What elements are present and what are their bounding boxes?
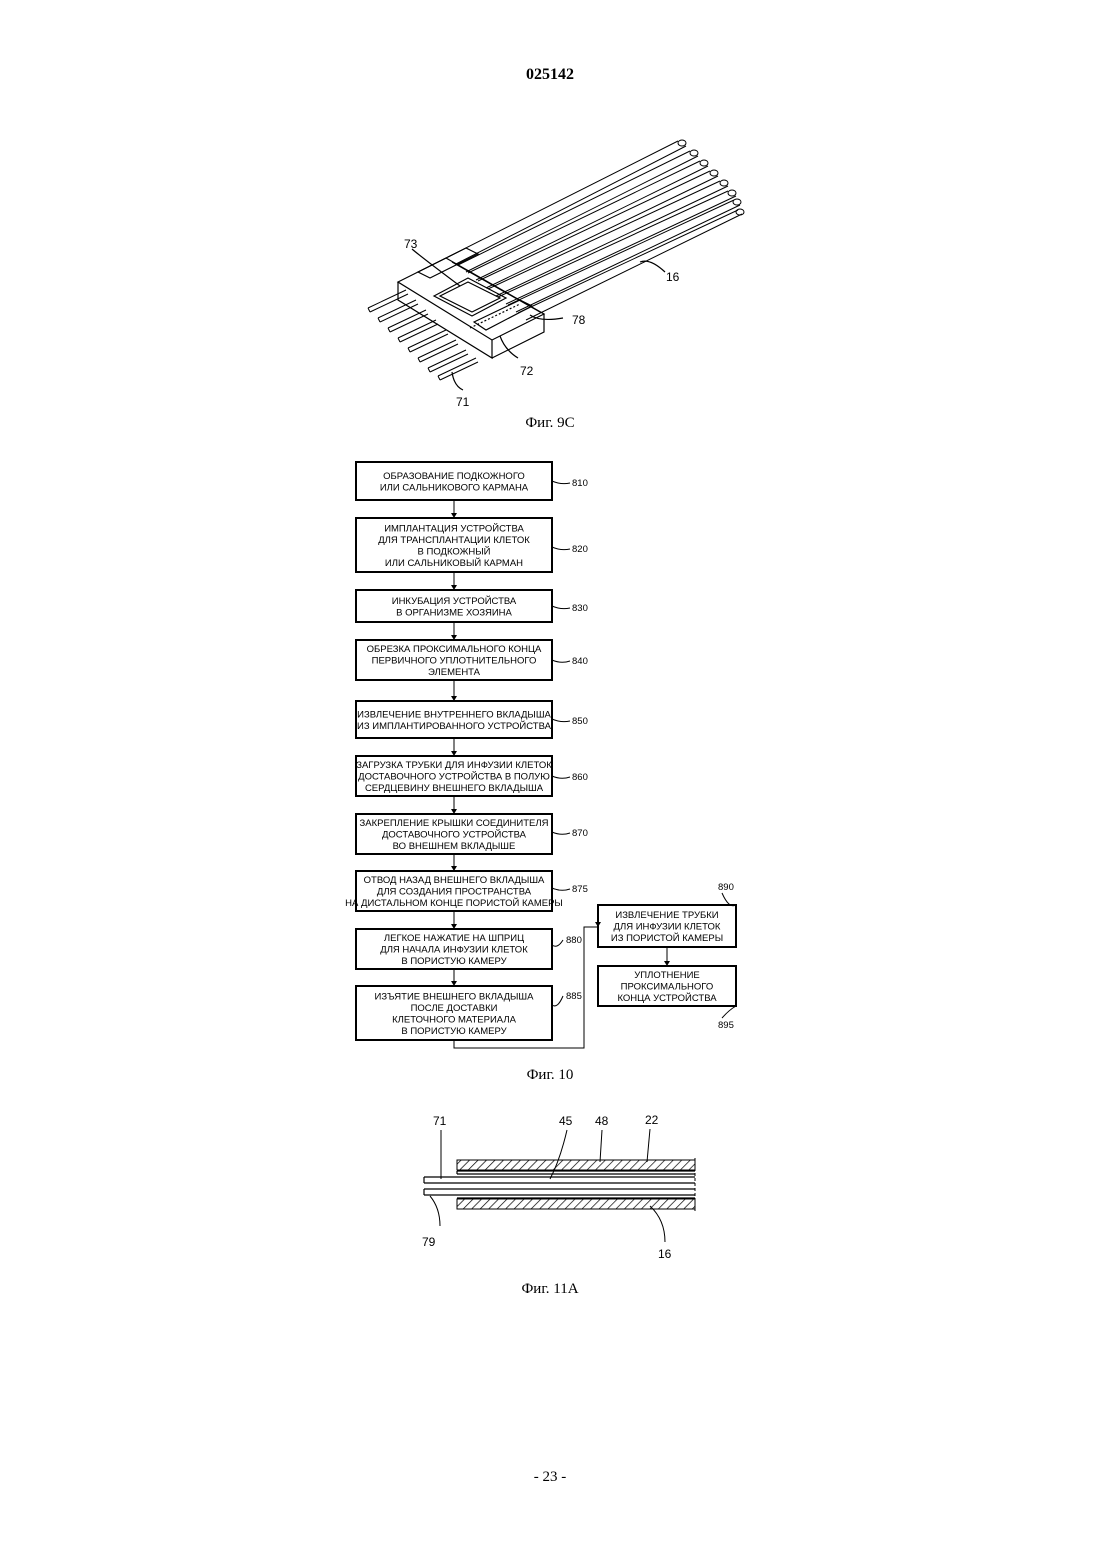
- flow-step-text: ЛЕГКОЕ НАЖАТИЕ НА ШПРИЦ: [384, 933, 524, 944]
- flow-step-number: 850: [572, 716, 588, 727]
- flow-step-890: ИЗВЛЕЧЕНИЕ ТРУБКИДЛЯ ИНФУЗИИ КЛЕТОКИЗ ПО…: [598, 882, 736, 947]
- flow-step-text: ПРОКСИМАЛЬНОГО: [621, 982, 714, 993]
- figure-11a-caption: Фиг. 11А: [0, 1281, 1100, 1298]
- leader-line: [722, 893, 736, 906]
- flow-step-text: В ПОДКОЖНЫЙ: [418, 545, 491, 557]
- label-78: 78: [572, 313, 586, 327]
- label-16: 16: [666, 270, 680, 284]
- flow-step-number: 875: [572, 884, 588, 895]
- flow-step-number: 895: [718, 1020, 734, 1031]
- flow-step-text: ДЛЯ ИНФУЗИИ КЛЕТОК: [614, 922, 721, 933]
- flow-step-text: ЗАКРЕПЛЕНИЕ КРЫШКИ СОЕДИНИТЕЛЯ: [360, 818, 549, 829]
- flow-step-text: ОТВОД НАЗАД ВНЕШНЕГО ВКЛАДЫША: [364, 875, 545, 886]
- label-22: 22: [645, 1113, 659, 1127]
- leader-line: [552, 888, 570, 890]
- flow-step-text: УПЛОТНЕНИЕ: [634, 970, 700, 981]
- outer-layer-bottom: [457, 1199, 695, 1209]
- leader-line: [552, 481, 570, 484]
- flow-step-885: ИЗЪЯТИЕ ВНЕШНЕГО ВКЛАДЫШАПОСЛЕ ДОСТАВКИК…: [356, 986, 582, 1040]
- flow-step-text: ДЛЯ СОЗДАНИЯ ПРОСТРАНСТВА: [377, 887, 532, 898]
- label-72: 72: [520, 364, 534, 378]
- flow-step-870: ЗАКРЕПЛЕНИЕ КРЫШКИ СОЕДИНИТЕЛЯДОСТАВОЧНО…: [356, 814, 588, 854]
- page-footer: - 23 -: [0, 1469, 1100, 1486]
- flow-step-text: В ПОРИСТУЮ КАМЕРУ: [401, 956, 507, 967]
- flow-step-880: ЛЕГКОЕ НАЖАТИЕ НА ШПРИЦДЛЯ НАЧАЛА ИНФУЗИ…: [356, 929, 582, 969]
- label-16: 16: [658, 1247, 672, 1261]
- flow-step-number: 885: [566, 991, 582, 1002]
- flow-step-number: 880: [566, 935, 582, 946]
- flow-step-text: ЭЛЕМЕНТА: [428, 667, 481, 678]
- flow-step-text: ИЗ ПОРИСТОЙ КАМЕРЫ: [611, 932, 723, 944]
- figure-9c-drawing: [368, 140, 744, 390]
- label-45: 45: [559, 1114, 573, 1128]
- flow-step-number: 820: [572, 544, 588, 555]
- flow-step-text: В ПОРИСТУЮ КАМЕРУ: [401, 1026, 507, 1037]
- figure-9c-caption: Фиг. 9С: [0, 415, 1100, 432]
- leader-line: [552, 996, 563, 1006]
- leader-line: [552, 719, 570, 722]
- label-71: 71: [456, 395, 470, 409]
- leader-line: [552, 606, 570, 609]
- flow-step-text: ИЗВЛЕЧЕНИЕ ВНУТРЕННЕГО ВКЛАДЫША: [357, 709, 551, 720]
- flow-step-text: ИЛИ САЛЬНИКОВОГО КАРМАНА: [380, 482, 529, 493]
- flow-step-number: 830: [572, 603, 588, 614]
- leader-line: [552, 940, 563, 946]
- figure-10-caption: Фиг. 10: [0, 1067, 1100, 1084]
- flow-step-number: 840: [572, 656, 588, 667]
- label-71: 71: [433, 1114, 447, 1128]
- outer-layer-top: [457, 1160, 695, 1170]
- flow-step-text: ИЗ ИМПЛАНТИРОВАННОГО УСТРОЙСТВА: [357, 720, 552, 732]
- flow-step-text: ПОСЛЕ ДОСТАВКИ: [411, 1003, 498, 1014]
- flow-step-number: 890: [718, 882, 734, 893]
- flow-step-text: В ОРГАНИЗМЕ ХОЗЯИНА: [396, 607, 512, 618]
- flow-step-number: 810: [572, 478, 588, 489]
- tube-bundle: [448, 140, 744, 320]
- flow-step-text: ПЕРВИЧНОГО УПЛОТНИТЕЛЬНОГО: [372, 656, 537, 667]
- leader-line: [552, 832, 570, 834]
- flow-step-text: ИЛИ САЛЬНИКОВЫЙ КАРМАН: [385, 557, 523, 569]
- flow-step-text: СЕРДЦЕВИНУ ВНЕШНЕГО ВКЛАДЫША: [365, 783, 544, 794]
- flow-step-text: ЗАГРУЗКА ТРУБКИ ДЛЯ ИНФУЗИИ КЛЕТОК: [356, 760, 552, 771]
- flow-step-text: ОБРЕЗКА ПРОКСИМАЛЬНОГО КОНЦА: [367, 644, 542, 655]
- flow-step-number: 860: [572, 772, 588, 783]
- leader-line: [552, 776, 570, 778]
- flow-step-text: ИМПЛАНТАЦИЯ УСТРОЙСТВА: [384, 522, 524, 534]
- flow-step-text: ДОСТАВОЧНОГО УСТРОЙСТВА В ПОЛУЮ: [358, 771, 550, 783]
- flow-step-text: ВО ВНЕШНЕМ ВКЛАДЫШЕ: [393, 841, 516, 852]
- leader-line: [552, 547, 570, 550]
- flow-step-text: НА ДИСТАЛЬНОМ КОНЦЕ ПОРИСТОЙ КАМЕРЫ: [345, 897, 563, 909]
- flow-step-text: ИНКУБАЦИЯ УСТРОЙСТВА: [392, 595, 517, 607]
- flow-step-text: ИЗЪЯТИЕ ВНЕШНЕГО ВКЛАДЫША: [375, 991, 535, 1002]
- flow-step-820: ИМПЛАНТАЦИЯ УСТРОЙСТВАДЛЯ ТРАНСПЛАНТАЦИИ…: [356, 518, 588, 572]
- flowchart-fig-10: ОБРАЗОВАНИЕ ПОДКОЖНОГОИЛИ САЛЬНИКОВОГО К…: [345, 462, 736, 1048]
- flow-step-text: ДЛЯ НАЧАЛА ИНФУЗИИ КЛЕТОК: [380, 945, 528, 956]
- flow-step-875: ОТВОД НАЗАД ВНЕШНЕГО ВКЛАДЫШАДЛЯ СОЗДАНИ…: [345, 871, 588, 911]
- flow-step-text: ДЛЯ ТРАНСПЛАНТАЦИИ КЛЕТОК: [378, 535, 530, 546]
- connector-housing: [398, 248, 544, 358]
- flow-step-text: КЛЕТОЧНОГО МАТЕРИАЛА: [392, 1014, 516, 1025]
- flow-step-text: ИЗВЛЕЧЕНИЕ ТРУБКИ: [615, 910, 718, 921]
- figure-11a-drawing: [424, 1129, 695, 1242]
- flow-step-895: УПЛОТНЕНИЕПРОКСИМАЛЬНОГОКОНЦА УСТРОЙСТВА…: [598, 966, 736, 1031]
- flow-step-text: ОБРАЗОВАНИЕ ПОДКОЖНОГО: [383, 471, 525, 482]
- flow-step-text: ДОСТАВОЧНОГО УСТРОЙСТВА: [382, 829, 527, 841]
- leader-line: [552, 660, 570, 662]
- needle-set: [368, 290, 478, 380]
- leader-line: [722, 1006, 736, 1018]
- flow-step-text: КОНЦА УСТРОЙСТВА: [617, 992, 717, 1004]
- flow-step-number: 870: [572, 828, 588, 839]
- label-73: 73: [404, 237, 418, 251]
- label-79: 79: [422, 1235, 436, 1249]
- label-48: 48: [595, 1114, 609, 1128]
